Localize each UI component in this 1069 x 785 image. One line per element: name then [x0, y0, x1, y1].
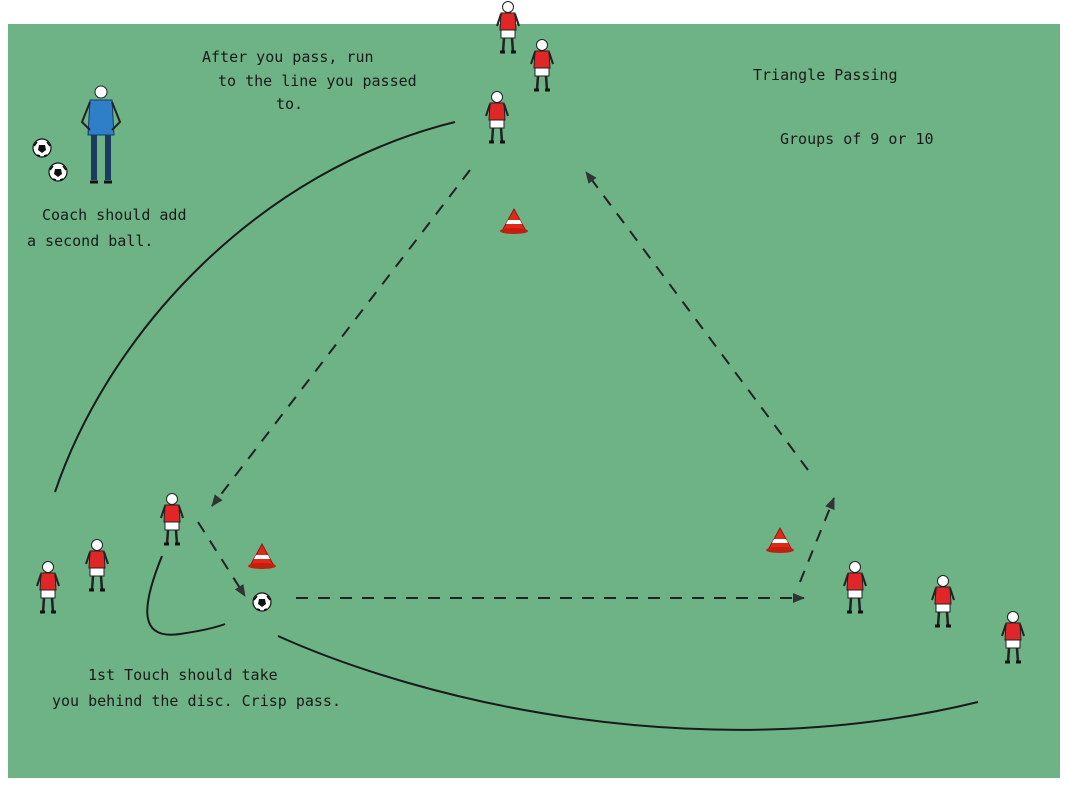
first-touch-curve [146, 555, 226, 636]
pass-line-right-to-top [585, 171, 809, 471]
after-pass-note-line-2: to the line you passed [218, 72, 417, 90]
pitch [8, 24, 1060, 778]
after-pass-note-line-1: After you pass, run [202, 48, 374, 66]
after-pass-note-line-3: to. [276, 95, 304, 113]
coach-note-line-2: a second ball. [27, 232, 154, 250]
first-touch-note-line-1: 1st Touch should take [88, 666, 278, 684]
pass-line-top-to-left [211, 169, 471, 507]
spare-ball-1 [32, 138, 52, 158]
diagram-title: Triangle Passing [753, 66, 898, 84]
coach-note-line-1: Coach should add [42, 206, 187, 224]
run-curve-left-to-right [277, 635, 979, 731]
first-touch-note-line-2: you behind the disc. Crisp pass. [52, 692, 341, 710]
spare-ball-2 [48, 162, 68, 182]
match-ball [252, 592, 272, 612]
diagram-subtitle: Groups of 9 or 10 [780, 130, 934, 148]
run-curve-left-to-top [54, 121, 456, 493]
dribble-to-ball [197, 521, 246, 597]
touch-line-right [799, 497, 835, 583]
coach [80, 85, 122, 184]
